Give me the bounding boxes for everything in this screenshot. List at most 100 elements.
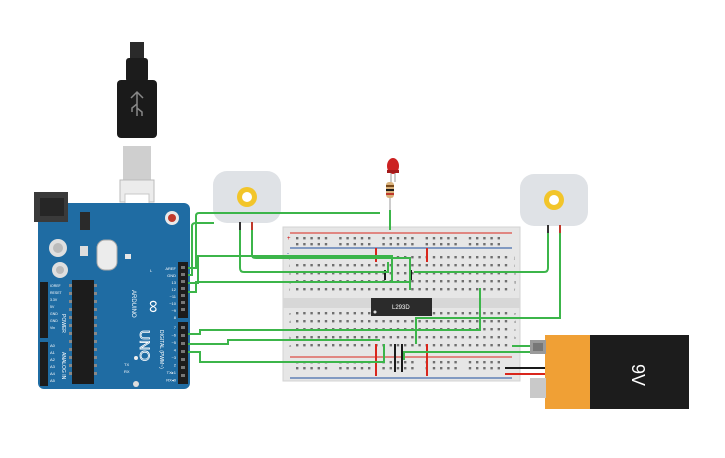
breadboard-hole[interactable] <box>346 312 349 315</box>
breadboard-hole[interactable] <box>468 312 472 315</box>
breadboard-hole[interactable] <box>303 264 306 267</box>
breadboard-hole[interactable] <box>375 288 378 291</box>
breadboard-hole[interactable] <box>461 312 464 315</box>
breadboard-hole[interactable] <box>425 237 428 240</box>
breadboard-hole[interactable] <box>296 243 299 246</box>
breadboard-hole[interactable] <box>382 237 385 240</box>
breadboard-hole[interactable] <box>303 272 306 275</box>
breadboard-hole[interactable] <box>404 367 407 370</box>
breadboard-hole[interactable] <box>468 367 472 370</box>
breadboard-hole[interactable] <box>468 344 472 347</box>
breadboard-hole[interactable] <box>404 243 407 246</box>
breadboard-hole[interactable] <box>339 367 342 370</box>
breadboard-hole[interactable] <box>454 272 457 275</box>
breadboard-hole[interactable] <box>468 280 472 283</box>
breadboard-hole[interactable] <box>440 288 443 291</box>
breadboard-hole[interactable] <box>353 264 356 267</box>
breadboard-hole[interactable] <box>497 243 500 246</box>
breadboard-hole[interactable] <box>483 367 486 370</box>
breadboard-hole[interactable] <box>353 243 356 246</box>
breadboard-hole[interactable] <box>432 336 436 339</box>
breadboard-hole[interactable] <box>296 344 299 347</box>
breadboard-hole[interactable] <box>296 336 299 339</box>
battery-icon[interactable]: 9V <box>530 335 689 409</box>
breadboard-hole[interactable] <box>447 256 450 259</box>
breadboard-hole[interactable] <box>432 288 436 291</box>
breadboard-hole[interactable] <box>454 256 457 259</box>
breadboard-hole[interactable] <box>353 288 356 291</box>
breadboard-hole[interactable] <box>432 320 436 323</box>
breadboard-hole[interactable] <box>317 288 320 291</box>
breadboard-hole[interactable] <box>483 320 486 323</box>
breadboard-hole[interactable] <box>432 344 436 347</box>
breadboard-hole[interactable] <box>447 367 450 370</box>
breadboard-hole[interactable] <box>353 336 356 339</box>
breadboard-hole[interactable] <box>454 264 457 267</box>
breadboard-hole[interactable] <box>382 320 385 323</box>
breadboard-hole[interactable] <box>324 264 328 267</box>
breadboard-hole[interactable] <box>504 280 508 283</box>
breadboard-hole[interactable] <box>396 344 400 347</box>
breadboard-hole[interactable] <box>296 312 299 315</box>
breadboard-hole[interactable] <box>476 367 479 370</box>
breadboard-hole[interactable] <box>447 243 450 246</box>
breadboard-hole[interactable] <box>432 264 436 267</box>
breadboard-hole[interactable] <box>296 272 299 275</box>
breadboard-hole[interactable] <box>497 237 500 240</box>
breadboard-hole[interactable] <box>317 237 320 240</box>
breadboard-hole[interactable] <box>483 336 486 339</box>
breadboard-hole[interactable] <box>368 336 371 339</box>
breadboard-hole[interactable] <box>310 367 313 370</box>
breadboard-hole[interactable] <box>411 288 414 291</box>
breadboard-hole[interactable] <box>440 243 443 246</box>
breadboard-hole[interactable] <box>490 328 493 331</box>
breadboard-hole[interactable] <box>411 320 414 323</box>
breadboard-hole[interactable] <box>404 336 407 339</box>
breadboard-hole[interactable] <box>317 320 320 323</box>
breadboard-hole[interactable] <box>490 288 493 291</box>
breadboard-hole[interactable] <box>396 336 400 339</box>
breadboard-hole[interactable] <box>346 367 349 370</box>
breadboard-hole[interactable] <box>346 243 349 246</box>
breadboard-hole[interactable] <box>310 237 313 240</box>
breadboard-hole[interactable] <box>389 367 392 370</box>
breadboard-hole[interactable] <box>360 367 364 370</box>
breadboard-hole[interactable] <box>497 312 500 315</box>
breadboard-hole[interactable] <box>317 272 320 275</box>
breadboard-hole[interactable] <box>461 336 464 339</box>
breadboard-hole[interactable] <box>346 272 349 275</box>
breadboard-hole[interactable] <box>476 312 479 315</box>
breadboard-hole[interactable] <box>483 237 486 240</box>
breadboard-hole[interactable] <box>490 256 493 259</box>
breadboard-hole[interactable] <box>483 328 486 331</box>
breadboard-hole[interactable] <box>418 344 421 347</box>
breadboard-hole[interactable] <box>418 256 421 259</box>
breadboard-hole[interactable] <box>461 280 464 283</box>
breadboard-hole[interactable] <box>461 272 464 275</box>
breadboard-hole[interactable] <box>411 256 414 259</box>
breadboard-hole[interactable] <box>425 280 428 283</box>
breadboard-hole[interactable] <box>440 280 443 283</box>
breadboard-hole[interactable] <box>324 336 328 339</box>
breadboard-hole[interactable] <box>504 256 508 259</box>
breadboard-hole[interactable] <box>476 320 479 323</box>
breadboard-hole[interactable] <box>468 336 472 339</box>
breadboard-hole[interactable] <box>353 312 356 315</box>
breadboard-hole[interactable] <box>324 288 328 291</box>
breadboard-hole[interactable] <box>317 344 320 347</box>
breadboard-hole[interactable] <box>454 312 457 315</box>
breadboard-hole[interactable] <box>310 320 313 323</box>
breadboard-hole[interactable] <box>360 272 364 275</box>
breadboard-hole[interactable] <box>490 361 493 364</box>
breadboard-hole[interactable] <box>368 237 371 240</box>
breadboard-hole[interactable] <box>360 288 364 291</box>
breadboard-hole[interactable] <box>504 272 508 275</box>
breadboard-hole[interactable] <box>497 328 500 331</box>
breadboard-hole[interactable] <box>332 344 335 347</box>
breadboard-hole[interactable] <box>296 320 299 323</box>
breadboard-hole[interactable] <box>360 336 364 339</box>
breadboard-hole[interactable] <box>389 320 392 323</box>
breadboard-hole[interactable] <box>468 237 472 240</box>
breadboard-hole[interactable] <box>432 280 436 283</box>
breadboard-hole[interactable] <box>497 264 500 267</box>
